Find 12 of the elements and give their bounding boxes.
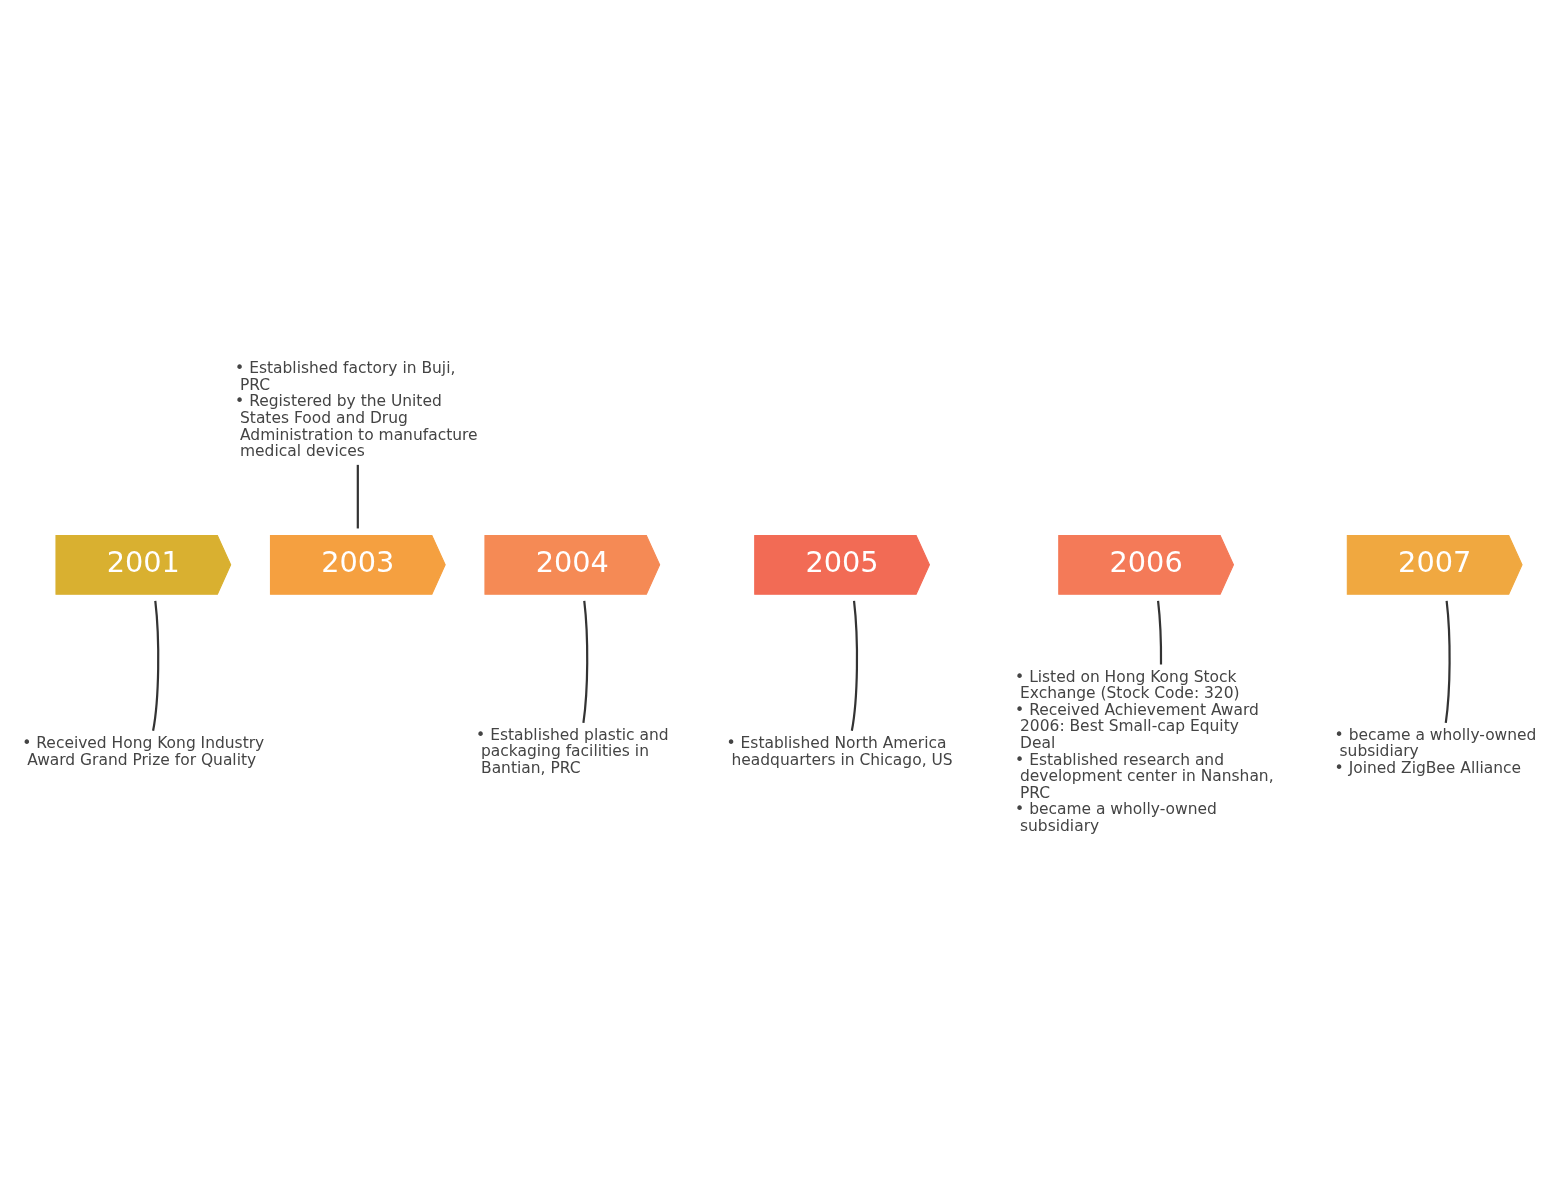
node-text: • Established plastic and packaging facilities in Bantian, PRC [475,725,669,777]
node-text: • became a wholly-owned subsidiary • Joined ZigBee Alliance [1334,725,1536,777]
connector [356,464,359,529]
node-text: • Established factory in Buji, PRC • Registered by the United States Food and Drug Administration to manufacture medical devices [234,359,478,461]
connector [581,600,588,723]
node-text: • Listed on Hong Kong Stock Exchange (Stock Code: 320) • Received Achievement Award 2006: Best Small-cap Equity Deal • Established research and development center in Nanshan, PRC • became a wholly-owned subsidiary [1014,667,1274,835]
connector [1444,600,1451,723]
connector [151,600,159,731]
node-text: • Established North America headquarters in Chicago, US [726,734,953,769]
connector [850,600,858,731]
node-text: • Received Hong Kong Industry Award Grand Prize for Quality [21,734,264,769]
connector [1156,600,1162,665]
